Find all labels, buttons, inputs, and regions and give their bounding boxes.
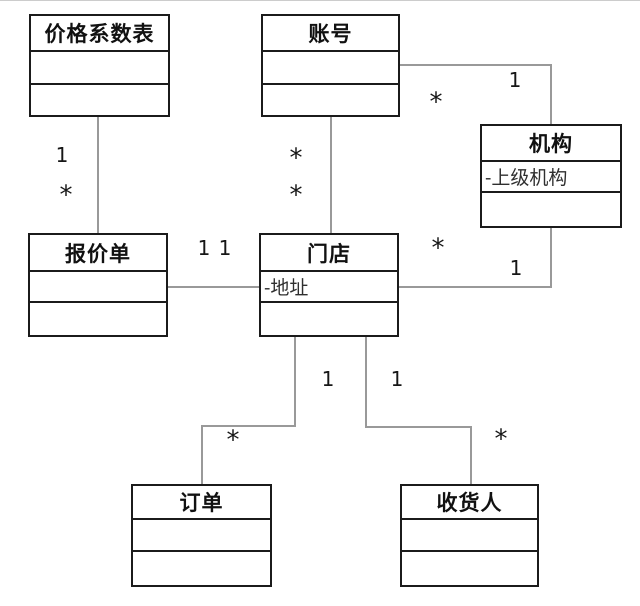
connector-org-store-v [550,228,552,288]
class-box-organization: 机构 -上级机构 [480,124,622,228]
class-attribute [263,52,398,85]
class-title: 订单 [133,486,270,520]
connector-account-org-v [550,64,552,124]
multiplicity-label: * [289,180,303,211]
connector-account-store [330,117,332,234]
class-box-order: 订单 [131,484,272,587]
class-title: 收货人 [402,486,537,520]
class-box-account: 账号 [261,14,400,117]
connector-store-consignee-v2 [470,426,472,484]
class-title: 门店 [261,235,397,272]
multiplicity-label: 1 [321,367,335,391]
connector-store-consignee-v1 [365,337,367,428]
connector-store-consignee-h [365,426,472,428]
class-box-store: 门店 -地址 [259,233,399,337]
multiplicity-label: 1 [55,143,69,167]
class-attribute [31,52,168,85]
connector-quote-store [168,286,259,288]
class-attribute: -地址 [261,272,397,303]
class-attribute [261,303,397,335]
class-attribute [402,520,537,552]
multiplicity-label: * [429,87,443,118]
class-attribute [133,552,270,585]
multiplicity-label: 1 [509,256,523,280]
connector-store-order-v1 [294,337,296,427]
multiplicity-label: * [226,425,240,456]
class-attribute: -上级机构 [482,162,620,193]
multiplicity-label: * [431,233,445,264]
multiplicity-label: 1 [508,68,522,92]
connector-org-store-h [399,286,552,288]
window-top-edge [0,0,640,1]
connector-store-order-h [201,425,296,427]
connector-price-quote [97,117,99,233]
class-attribute [133,520,270,552]
multiplicity-label: * [59,180,73,211]
multiplicity-label: * [289,143,303,174]
class-title: 账号 [263,16,398,52]
class-title: 机构 [482,126,620,162]
class-attribute [30,303,166,335]
class-box-price-coefficient-table: 价格系数表 [29,14,170,117]
class-title: 报价单 [30,235,166,272]
class-title: 价格系数表 [31,16,168,52]
class-attribute [402,552,537,585]
connector-account-org-h [400,64,552,66]
multiplicity-label: 1 [218,236,232,260]
connector-store-order-v2 [201,425,203,484]
class-attribute [30,272,166,303]
class-box-consignee: 收货人 [400,484,539,587]
class-attribute [263,85,398,115]
class-attribute [482,193,620,226]
multiplicity-label: 1 [197,236,211,260]
multiplicity-label: 1 [390,367,404,391]
class-attribute [31,85,168,115]
class-box-quotation: 报价单 [28,233,168,337]
multiplicity-label: * [494,424,508,455]
